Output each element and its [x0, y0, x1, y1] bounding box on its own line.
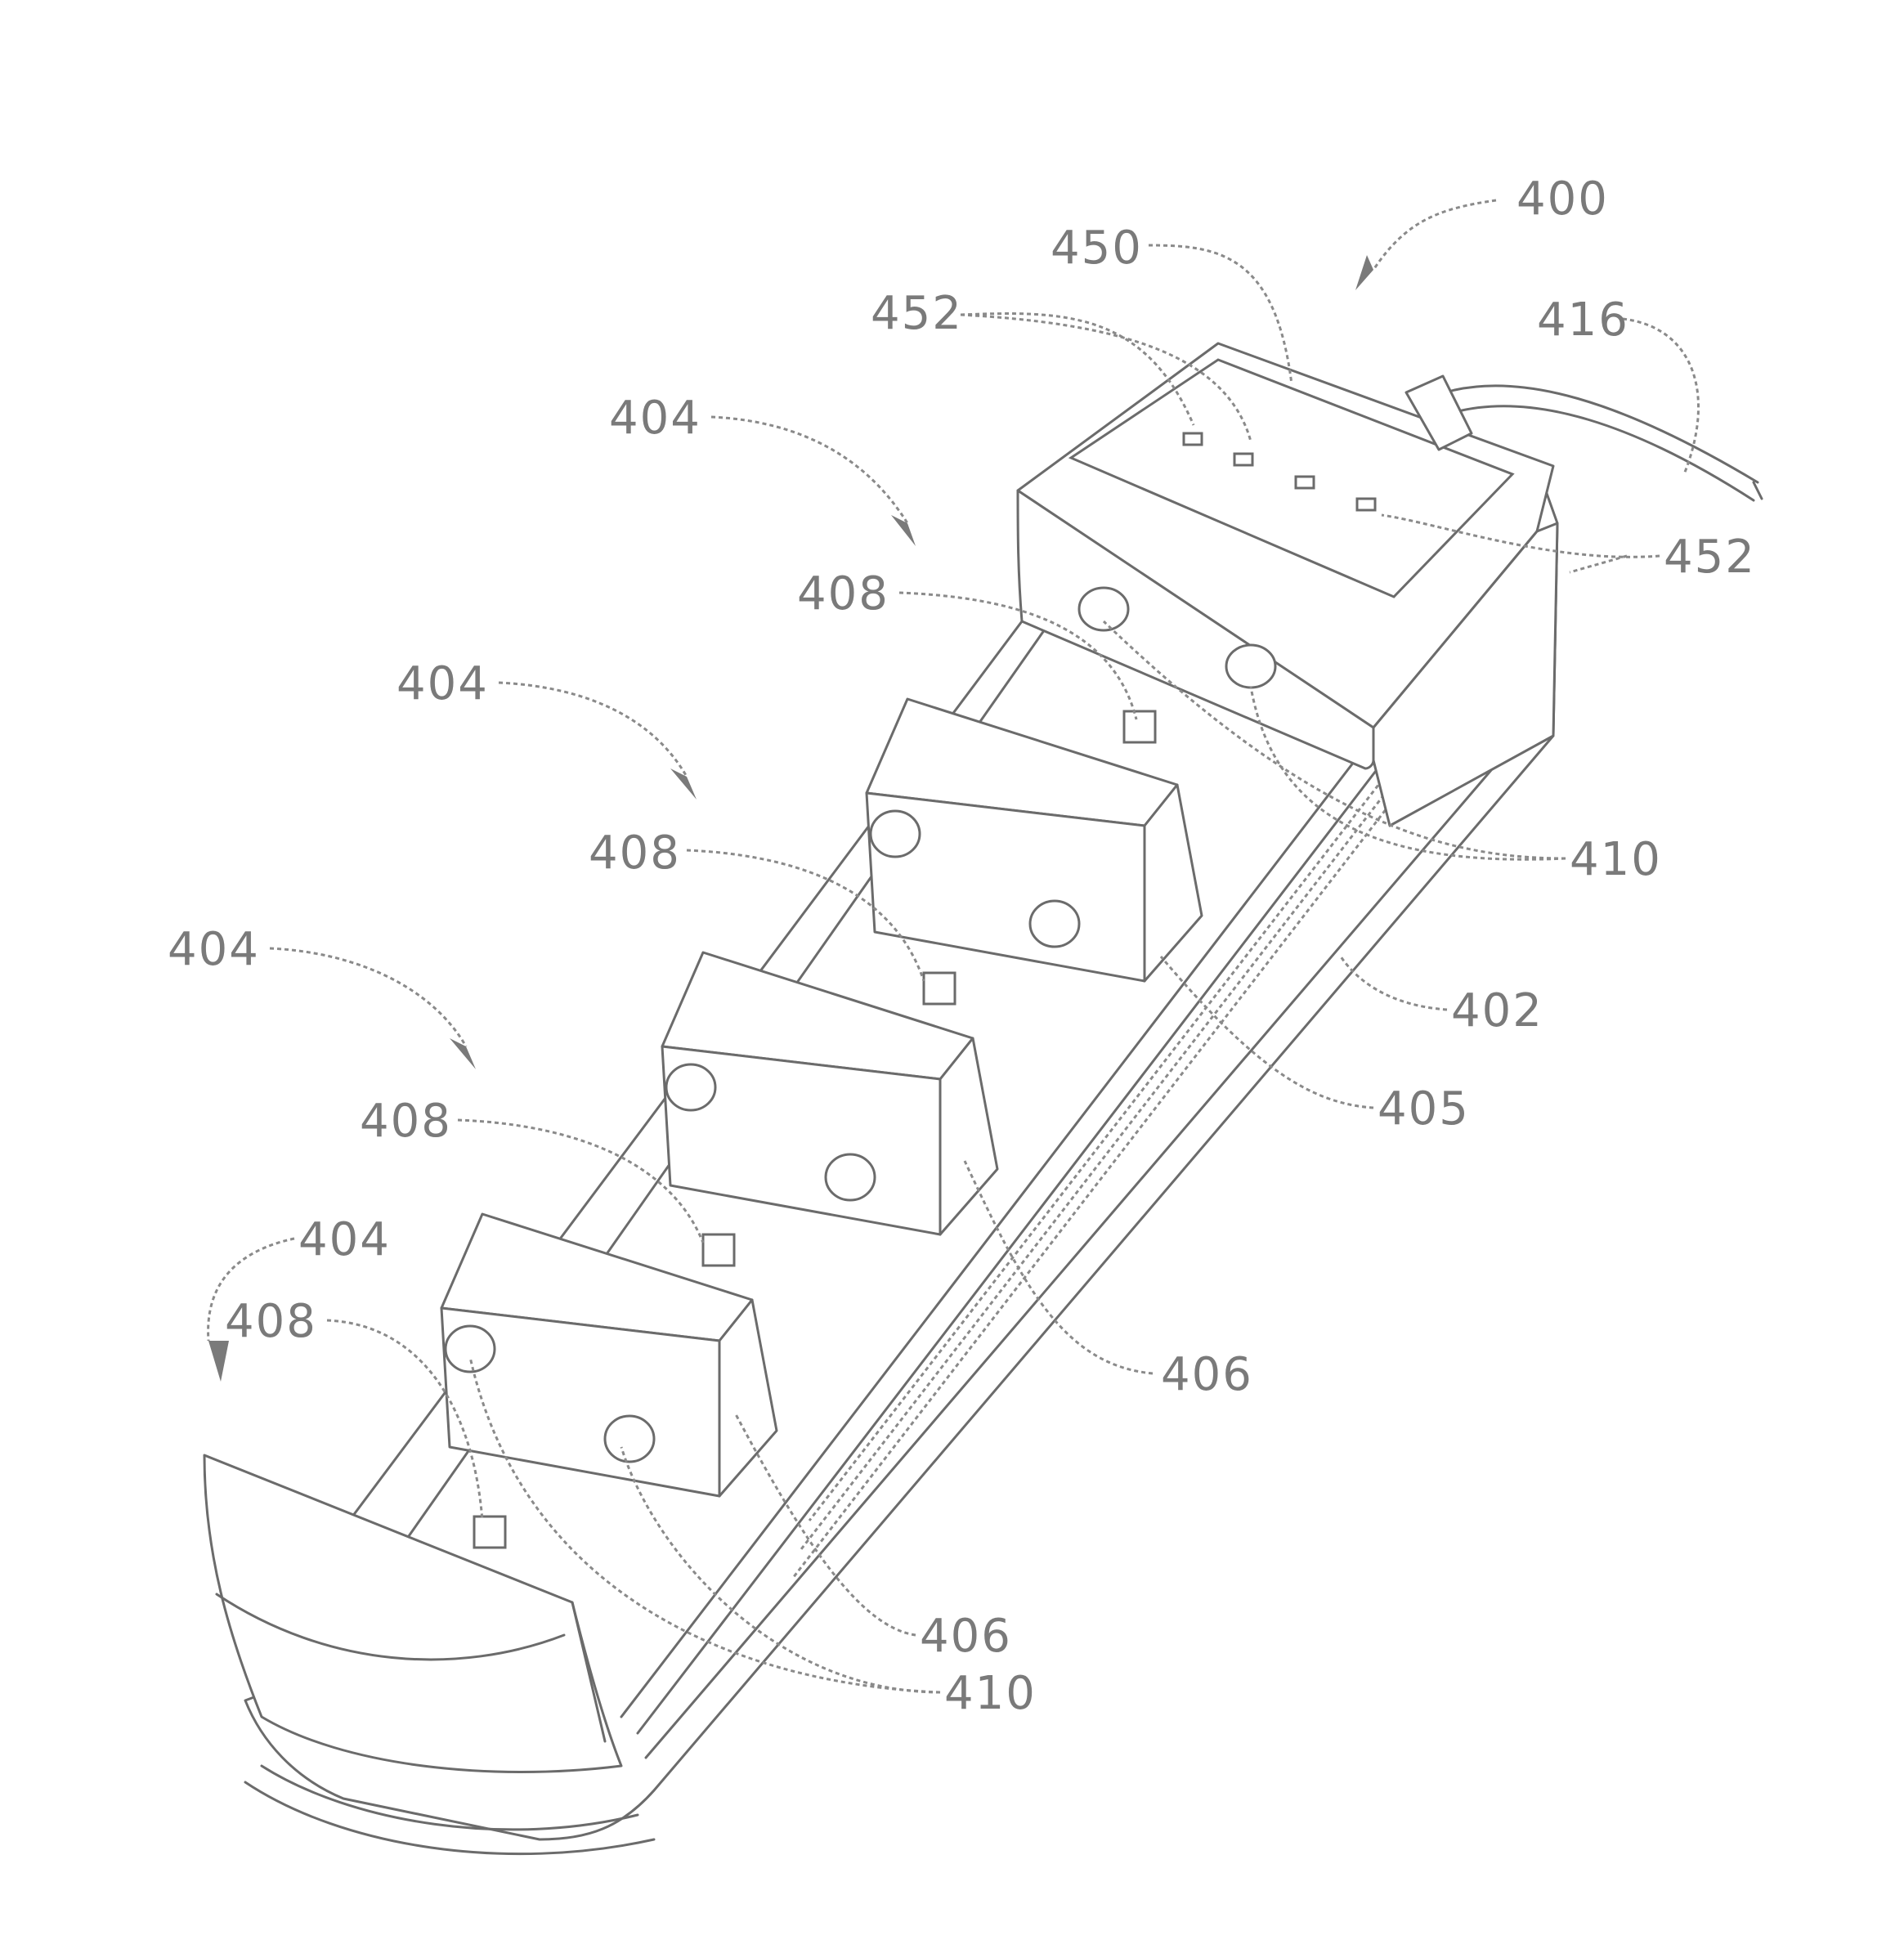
label-406-mid: 406 [1161, 1348, 1253, 1401]
label-405: 405 [1378, 1082, 1470, 1136]
label-408-c: 408 [360, 1095, 452, 1148]
indicator-light-icon [1234, 454, 1252, 465]
indicator-light-icon [1357, 499, 1375, 510]
label-400: 400 [1516, 172, 1609, 226]
label-404-b: 404 [396, 657, 489, 710]
label-404-c: 404 [168, 923, 260, 976]
label-452-right: 452 [1664, 531, 1756, 584]
label-404-d: 404 [298, 1213, 391, 1266]
label-416: 416 [1537, 293, 1629, 347]
label-402: 402 [1451, 984, 1543, 1037]
indicator-light-icon [1184, 433, 1202, 445]
label-452-top: 452 [871, 287, 963, 340]
label-410-right: 410 [1570, 833, 1662, 886]
label-404-a: 404 [609, 392, 701, 445]
label-408-a: 408 [797, 567, 889, 621]
label-410-bottom: 410 [944, 1667, 1037, 1720]
outlet-module-2 [662, 952, 997, 1234]
label-408-d: 408 [225, 1295, 317, 1348]
indicator-light-icon [1296, 477, 1314, 488]
label-450: 450 [1051, 222, 1143, 275]
module-button-icon [1226, 645, 1275, 688]
module-button-icon [1079, 588, 1128, 630]
outlet-module-1 [867, 699, 1202, 981]
label-408-b: 408 [589, 827, 681, 880]
label-406-bottom: 406 [920, 1610, 1012, 1663]
